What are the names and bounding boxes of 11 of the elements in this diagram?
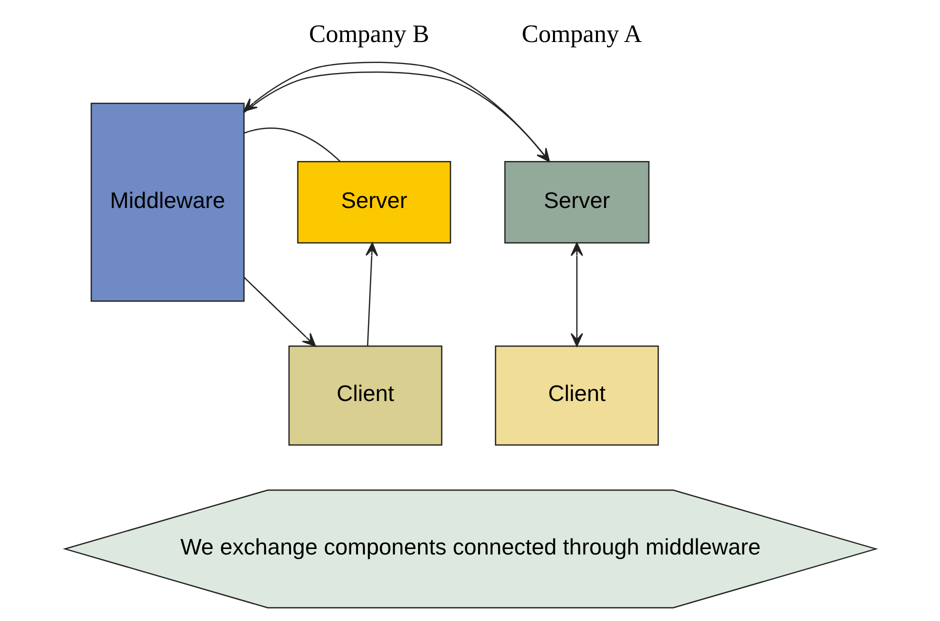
node-box: Client [288,346,442,446]
arrow [570,242,583,347]
node-box: Client [494,346,658,446]
arrow [243,276,316,347]
arrow [365,242,378,346]
label: Company A [521,21,642,48]
node-box: Middleware [90,102,244,302]
connector [244,128,340,162]
node-box: Server [296,160,451,244]
node-box: Server [504,160,649,244]
label: Company B [308,21,429,48]
